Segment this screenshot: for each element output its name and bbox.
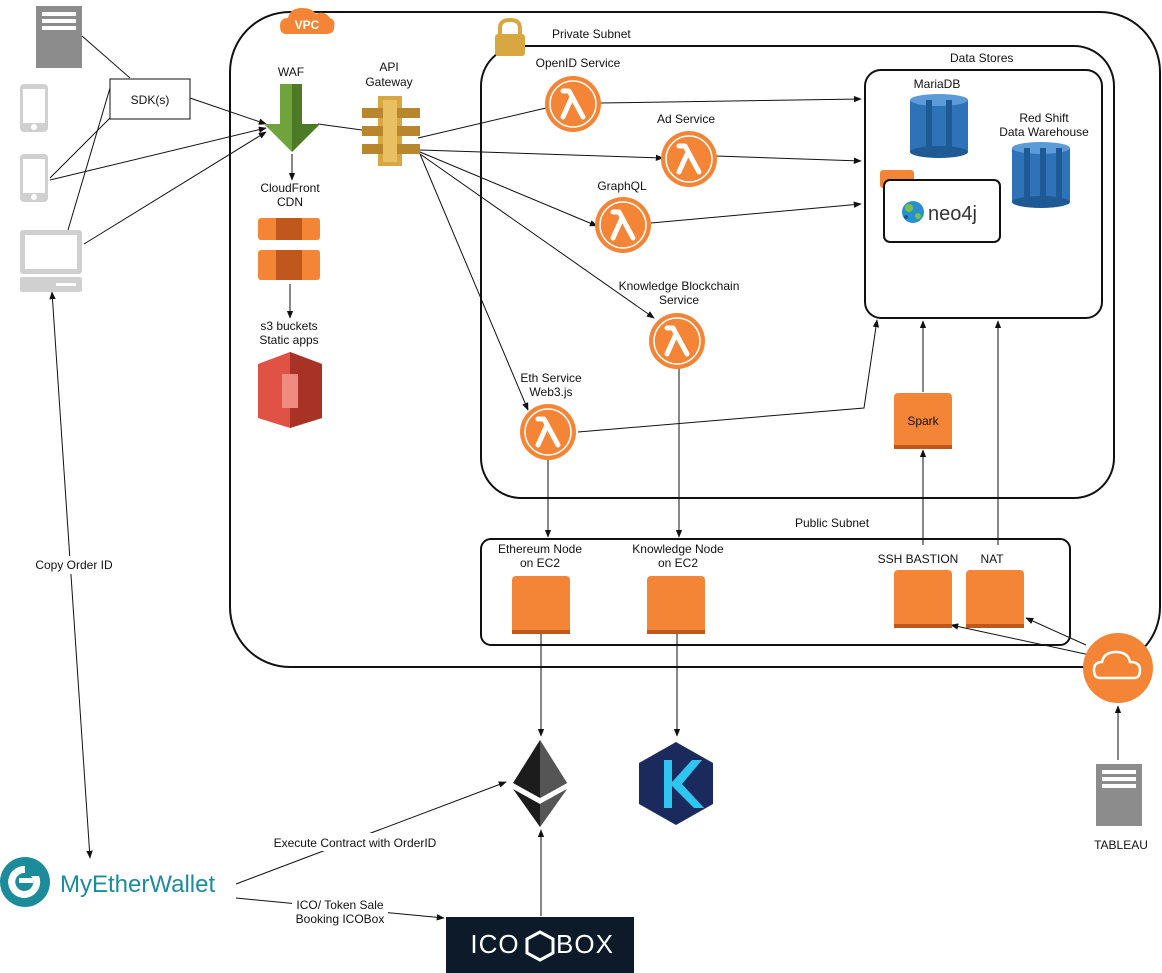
- mariadb-icon: [910, 94, 968, 158]
- myetherwallet-logo-icon: [0, 857, 50, 907]
- data-stores-boundary: [864, 69, 1103, 319]
- ethereum-logo-icon: [513, 740, 567, 827]
- graphql-label: GraphQL: [597, 179, 647, 193]
- private-subnet-boundary: [480, 45, 1115, 499]
- neo4j-label: neo4j: [928, 203, 977, 225]
- icobox-left-text: ICO: [470, 929, 519, 959]
- knowledge-node-label-line1: Knowledge Node: [632, 542, 724, 556]
- mariadb-label: MariaDB: [914, 77, 961, 91]
- nat-ec2-icon: [966, 570, 1024, 628]
- knowledge-blockchain-label-line2: Service: [659, 293, 699, 307]
- ethereum-node-ec2-icon: [512, 576, 570, 634]
- knowledge-blockchain-label-line1: Knowledge Blockchain: [619, 279, 740, 293]
- sdk-label: SDK(s): [131, 93, 170, 107]
- s3-bucket-icon: [258, 352, 322, 428]
- mobile-phone-icon-2: [20, 154, 48, 202]
- ssh-bastion-ec2-icon: [894, 570, 952, 628]
- knowledge-node-ec2-icon: [647, 576, 705, 634]
- graphql-lambda-icon: [595, 197, 651, 253]
- tableau-server-icon: [1096, 764, 1142, 826]
- ad-service-lambda-icon: [661, 131, 717, 187]
- ethereum-node-label-line2: on EC2: [520, 556, 560, 570]
- nat-label: NAT: [980, 552, 1004, 566]
- icobox-right-text: BOX: [556, 929, 614, 959]
- spark-box: Spark: [894, 393, 952, 449]
- ethereum-node-label-line1: Ethereum Node: [498, 542, 582, 556]
- openid-label: OpenID Service: [536, 56, 621, 70]
- eth-service-label-line1: Eth Service: [520, 371, 582, 385]
- public-subnet-boundary: [480, 538, 1071, 646]
- tableau-label: TABLEAU: [1094, 838, 1148, 852]
- redshift-icon: [1012, 142, 1070, 208]
- redshift-label-line2: Data Warehouse: [999, 125, 1089, 139]
- api-gateway-icon: [362, 96, 420, 166]
- sdk-box: SDK(s): [109, 78, 191, 120]
- s3-label-line1: s3 buckets: [260, 319, 317, 333]
- private-subnet-label: Private Subnet: [552, 27, 631, 41]
- s3-label-line2: Static apps: [259, 333, 318, 347]
- eth-service-label-line2: Web3.js: [529, 385, 572, 399]
- waf-icon: [264, 84, 320, 152]
- ssh-bastion-label: SSH BASTION: [878, 552, 959, 566]
- redshift-label-line1: Red Shift: [1019, 111, 1069, 125]
- ad-service-label: Ad Service: [657, 112, 715, 126]
- ico-sale-label-line1: ICO/ Token Sale: [296, 898, 383, 912]
- cloudfront-label-line2: CDN: [277, 195, 303, 209]
- vpc-badge: VPC: [295, 18, 320, 32]
- data-stores-label: Data Stores: [950, 51, 1013, 65]
- lock-icon: [495, 17, 525, 56]
- neo4j-logo-icon: [902, 201, 924, 223]
- knowledge-blockchain-lambda-icon: [649, 313, 705, 369]
- public-subnet-label: Public Subnet: [795, 516, 870, 530]
- ico-sale-label-line2: Booking ICOBox: [296, 912, 385, 926]
- eth-service-lambda-icon: [520, 404, 576, 460]
- waf-label: WAF: [278, 65, 304, 79]
- cloudfront-label-line1: CloudFront: [260, 181, 320, 195]
- api-gateway-label-line1: API: [379, 60, 398, 74]
- internet-cloud-icon: [1083, 633, 1153, 703]
- neo4j-box: [880, 170, 1001, 243]
- myetherwallet-wordmark: MyEtherWallet: [60, 871, 215, 898]
- icobox-logo: ICO BOX: [446, 917, 634, 973]
- vpc-boundary: [229, 11, 1161, 668]
- execute-contract-label: Execute Contract with OrderID: [274, 836, 437, 850]
- icobox-cube-icon: [525, 930, 555, 962]
- edges: [49, 35, 1122, 921]
- knowledge-node-label-line2: on EC2: [658, 556, 698, 570]
- copy-order-id-label: Copy Order ID: [35, 558, 113, 572]
- spark-label: Spark: [907, 414, 939, 428]
- desktop-computer-icon: [20, 230, 82, 292]
- vpc-cloud-icon: VPC: [280, 8, 335, 34]
- cloudfront-icon: [258, 218, 320, 280]
- openid-lambda-icon: [545, 76, 601, 132]
- knowledge-network-logo-icon: [639, 742, 713, 825]
- api-gateway-label-line2: Gateway: [365, 75, 412, 89]
- mobile-phone-icon: [20, 84, 48, 132]
- server-icon: [36, 6, 82, 68]
